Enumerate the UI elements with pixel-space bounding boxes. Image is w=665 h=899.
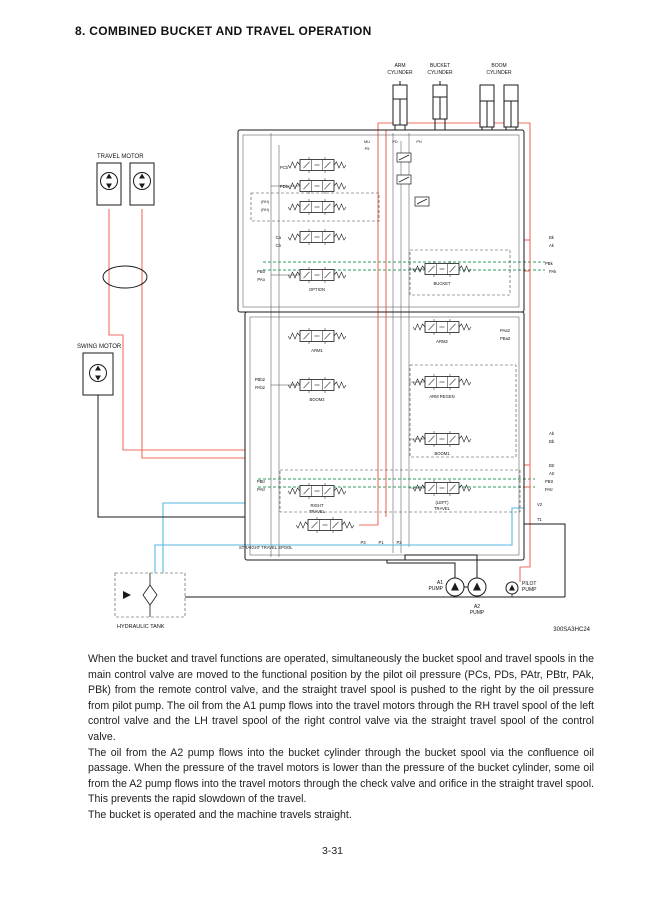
- port-label-ab: Ab: [549, 431, 555, 436]
- travel-motor-label: TRAVEL MOTOR: [97, 154, 144, 160]
- arm1-spool-label: ARM1: [311, 348, 323, 353]
- port-label-pbtr-r: PBtr: [545, 479, 554, 484]
- a1-pump-label: A1: [437, 580, 443, 586]
- auxiliary-valve-symbols: [396, 152, 430, 207]
- hydraulic-tank-group: [114, 572, 186, 618]
- option-spool-label: OPTION: [309, 287, 325, 292]
- boom-cylinder-label: BOOM: [491, 63, 506, 69]
- port-label-pcb: PCb: [280, 165, 289, 170]
- page-number: 3-31: [321, 845, 343, 857]
- port-label-ak: Ak: [549, 243, 555, 248]
- port-label-pbk: PBk: [545, 261, 554, 266]
- component-labels: ARM CYLINDER BUCKET CYLINDER BOOM CYLIND…: [77, 63, 591, 633]
- port-label-rh1: (RH): [261, 200, 270, 204]
- port-label-t1: T1: [537, 517, 543, 522]
- a1-pump-symbol: [445, 577, 465, 597]
- hydraulic-circuit-diagram: ARM CYLINDER BUCKET CYLINDER BOOM CYLIND…: [77, 63, 591, 633]
- spool-labels: OPTION BUCKET ARM1 ARM2 BOOM2 ARM REGEN …: [239, 281, 455, 550]
- boom2-spool-label: BOOM2: [309, 397, 325, 402]
- pilot-pump-label2: PUMP: [522, 587, 537, 593]
- paragraph-1: When the bucket and travel functions are…: [88, 653, 594, 743]
- arm-cylinder-label: ARM: [394, 63, 405, 69]
- straight-travel-spool: [295, 516, 355, 534]
- figure-code: 300SA3HC24: [553, 627, 590, 633]
- port-label-btr: Btr: [549, 463, 555, 468]
- port-label-ph: PH: [416, 140, 422, 144]
- bucket-spool-label: BUCKET: [434, 281, 451, 286]
- a2-pump-symbol: [467, 577, 487, 597]
- port-label-pd: PD: [392, 140, 398, 144]
- pumps-group: [185, 523, 566, 598]
- bucket-cylinder-label2: CYLINDER: [427, 70, 453, 76]
- port-label-atr: Atr: [549, 471, 555, 476]
- right-travel-label1: RIGHT: [310, 503, 323, 508]
- left-travel-label2: TRAVEL: [434, 506, 451, 511]
- port-label-ca: Ca: [276, 235, 282, 240]
- port-label-mu: MU: [364, 140, 370, 144]
- port-label-p2: P2: [396, 540, 402, 545]
- port-label-patr-r: PAtr: [545, 487, 553, 492]
- spool-symbol: [287, 228, 347, 246]
- port-label-pba2: PBa2: [500, 336, 511, 341]
- port-label-pao: PAo: [257, 277, 265, 282]
- supply-pressure-red-lines: [108, 122, 531, 582]
- travel-motor-left-symbol: [100, 172, 118, 190]
- travel-motor-right-symbol: [133, 172, 151, 190]
- paragraph-2: The oil from the A2 pump flows into the …: [88, 746, 594, 806]
- right-travel-label2: TRAVEL: [309, 509, 326, 514]
- body-text: When the bucket and travel functions are…: [88, 652, 594, 824]
- swing-motor-group: [82, 352, 245, 518]
- control-valve-block: [237, 129, 525, 561]
- travel-motors: [96, 162, 155, 289]
- a2-pump-label: A2: [474, 604, 480, 610]
- port-label-p3: P3: [360, 540, 366, 545]
- port-label-patr-l: PAtr: [257, 487, 265, 492]
- port-label-p5: P5: [365, 147, 370, 151]
- arm-regen-spool-label: ARM REGEN: [429, 394, 454, 399]
- boom1-spool-label: BOOM1: [434, 451, 450, 456]
- port-label-bk: Bk: [549, 235, 555, 240]
- port-label-paa2: PAa2: [500, 328, 511, 333]
- port-label-pak: PAk: [549, 269, 557, 274]
- hydraulic-tank-label: HYDRAULIC TANK: [117, 624, 165, 630]
- port-label-pab2: PAb2: [255, 385, 266, 390]
- spool-symbol: [287, 156, 347, 174]
- port-label-rh2: (RH): [261, 208, 270, 212]
- port-label-pbtr-l: PBtr: [257, 479, 266, 484]
- arm-cylinder-label2: CYLINDER: [387, 70, 413, 76]
- arm2-spool: [412, 318, 472, 336]
- right-travel-spool: [287, 482, 347, 500]
- spool-symbol: [287, 198, 347, 216]
- internal-bus-lines: [270, 133, 425, 557]
- port-label-cb: Cb: [276, 243, 282, 248]
- port-label-bb: Bb: [549, 439, 555, 444]
- straight-travel-label: STRAIGHT TRAVEL SPOOL: [239, 545, 293, 550]
- port-label-p1: P1: [378, 540, 384, 545]
- return-blue-lines: [154, 502, 524, 573]
- boom-cylinder-label2: CYLINDER: [486, 70, 512, 76]
- arm2-spool-label: ARM2: [436, 339, 448, 344]
- paragraph-3: The bucket is operated and the machine t…: [88, 808, 352, 821]
- port-labels: PCb PDb (RH) (RH) Ca Cb PBo PAo Bk Ak PB…: [255, 140, 558, 545]
- arm1-spool: [287, 327, 347, 345]
- port-label-v2: V2: [537, 502, 543, 507]
- swing-motor-symbol: [89, 364, 107, 382]
- valve-spools: [287, 156, 472, 534]
- bucket-cylinder-label: BUCKET: [430, 63, 450, 69]
- port-label-pbb2: PBb2: [255, 377, 266, 382]
- port-label-pdb: PDb: [280, 184, 289, 189]
- center-joint-symbol: [102, 265, 148, 289]
- swing-motor-label: SWING MOTOR: [77, 344, 122, 350]
- a1-pump-label2: PUMP: [429, 586, 444, 592]
- cylinders: [392, 81, 519, 130]
- pilot-pressure-green-lines: [258, 261, 545, 488]
- page-title: 8. COMBINED BUCKET AND TRAVEL OPERATION: [75, 24, 372, 38]
- pilot-pump-label: PILOT: [522, 581, 536, 587]
- left-travel-label1: (LEFT): [435, 500, 449, 505]
- port-label-pbo: PBo: [257, 269, 266, 274]
- a2-pump-label2: PUMP: [470, 610, 485, 616]
